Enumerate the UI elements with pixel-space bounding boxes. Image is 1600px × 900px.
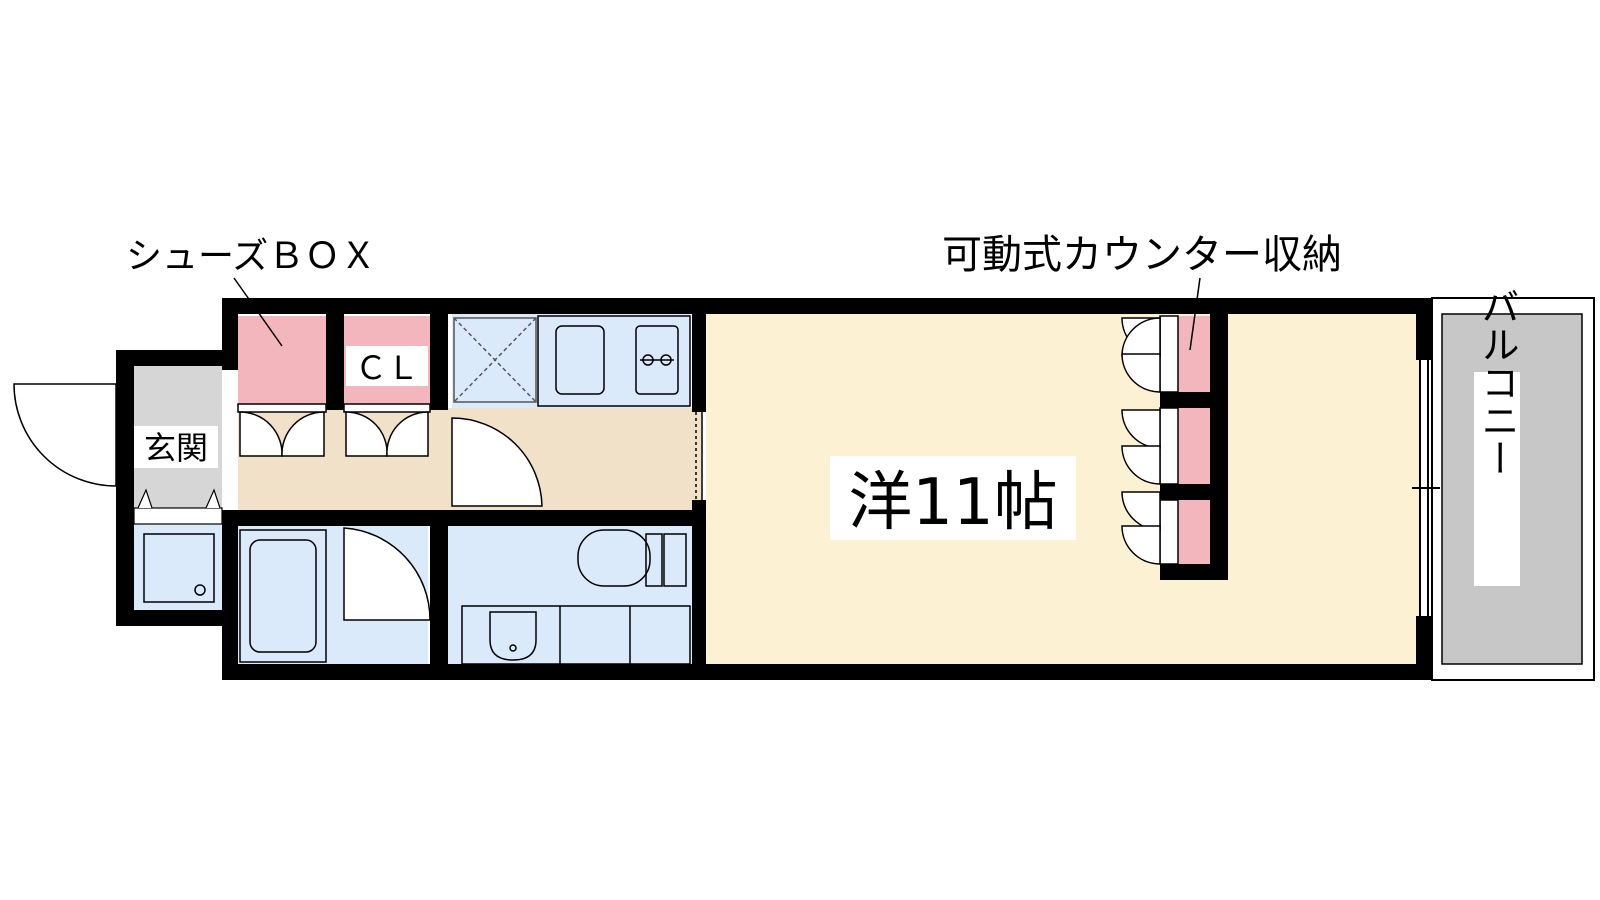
western-room-label: 洋11帖 — [848, 466, 1057, 540]
laundry-pan — [143, 533, 215, 603]
entrance-step — [133, 488, 223, 525]
laundry-floor — [134, 524, 222, 610]
wash-basin — [461, 605, 691, 665]
counter-storage-doors — [1121, 315, 1179, 565]
kitchen-partition — [695, 316, 703, 500]
entrance-label-bg — [134, 426, 218, 468]
entrance-label: 玄関 — [144, 429, 208, 467]
balcony-window — [1412, 360, 1440, 616]
closet-label-bg — [346, 346, 428, 386]
stove-icon — [635, 325, 679, 395]
walls — [116, 298, 1432, 680]
counter-storage-top — [1178, 316, 1210, 392]
closet-doors — [343, 403, 431, 457]
shoe-box — [238, 316, 326, 404]
shoe-box-label: シューズＢＯＸ — [126, 236, 376, 277]
toilet — [577, 529, 687, 587]
kitchen-counter — [537, 315, 691, 407]
bathtub — [239, 529, 327, 663]
western-room-label-bg — [830, 456, 1076, 540]
counter-storage-middle — [1178, 408, 1210, 484]
balcony-label: バルコニー — [1475, 287, 1519, 477]
sink-icon — [555, 325, 605, 395]
counter-storage-bottom — [1178, 500, 1210, 564]
counter-storage-leader — [1189, 277, 1201, 351]
toilet-washroom-floor — [448, 526, 692, 664]
refrigerator-space — [453, 317, 537, 403]
shoe-box-doors — [237, 403, 327, 457]
shoe-box-leader — [233, 277, 283, 347]
hallway-door — [451, 417, 543, 507]
entrance-door — [13, 383, 120, 487]
counter-storage-label: 可動式カウンター収納 — [942, 232, 1342, 278]
closet-label: ＣＬ — [355, 349, 419, 387]
bathroom-door — [343, 527, 431, 621]
balcony-label-bg — [1474, 372, 1520, 586]
